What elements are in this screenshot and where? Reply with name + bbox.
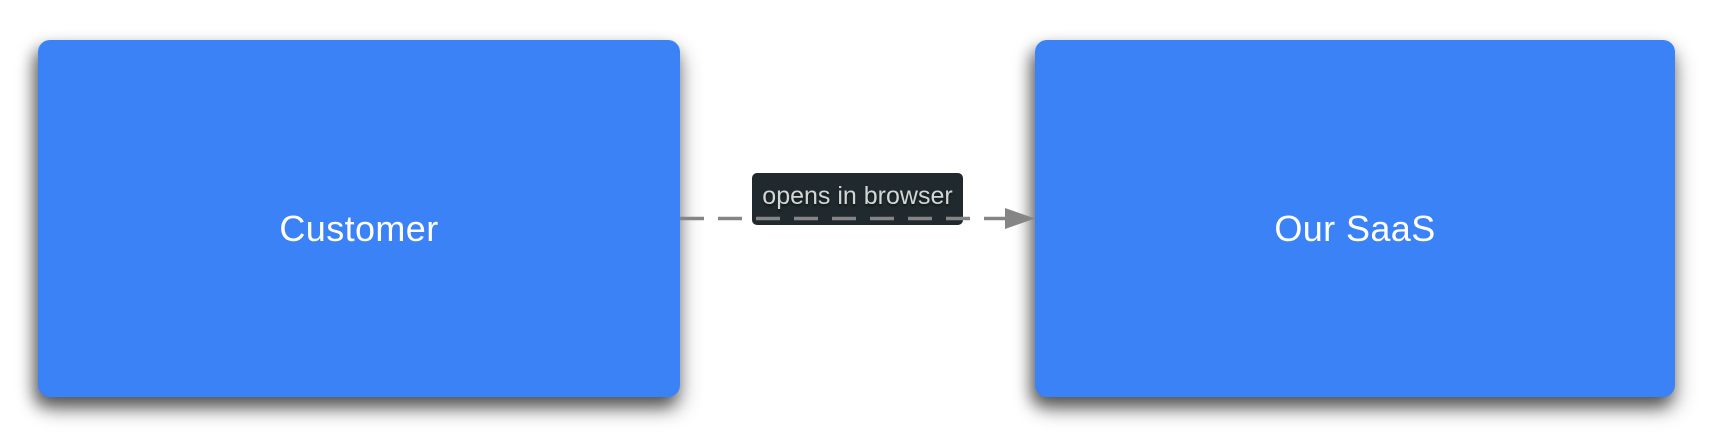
node-customer[interactable]: Customer	[38, 40, 680, 397]
edge-label-text: opens in browser	[762, 181, 953, 210]
arrowhead-icon	[1005, 208, 1035, 229]
node-our-saas-label: Our SaaS	[1274, 208, 1436, 249]
edge-label-chip[interactable]: opens in browser	[752, 173, 963, 225]
node-customer-label: Customer	[279, 208, 439, 249]
node-our-saas[interactable]: Our SaaS	[1035, 40, 1675, 397]
